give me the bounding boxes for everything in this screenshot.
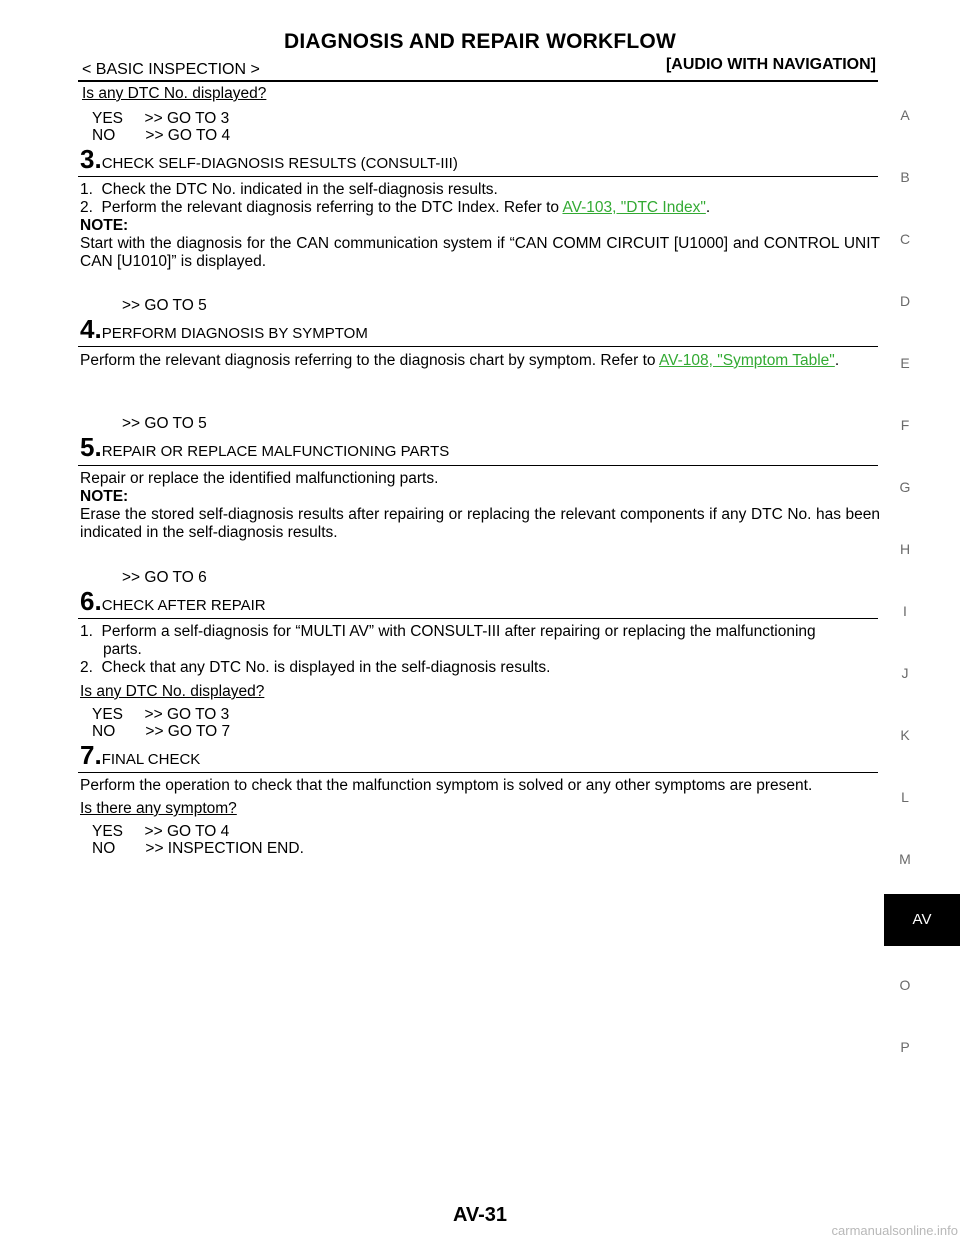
step-title: REPAIR OR REPLACE MALFUNCTIONING PARTS [101,443,450,460]
step-5-text: Repair or replace the identified malfunc… [80,470,439,487]
step-rule [78,346,878,347]
step-number: 3. [80,144,102,174]
yes-answer: YES >> GO TO 3 [92,110,230,127]
no-answer: NO >> GO TO 4 [92,127,231,144]
note-label: NOTE: [80,488,129,505]
note-text: Start with the diagnosis for the CAN com… [80,235,880,270]
yes-answer: YES >> GO TO 3 [92,706,230,723]
goto-text: >> GO TO 6 [122,569,207,586]
text: . [834,352,840,369]
sidebar-letter[interactable]: E [900,355,910,371]
step-rule [78,772,878,773]
sidebar-letter[interactable]: K [900,727,910,743]
step-7-text: Perform the operation to check that the … [80,777,813,794]
goto-text: >> GO TO 5 [122,297,207,314]
section-label: < BASIC INSPECTION > [82,61,260,78]
step-4-text: Perform the relevant diagnosis referring… [80,352,880,370]
no-answer: NO >> GO TO 7 [92,723,231,740]
step-6-heading: 6.CHECK AFTER REPAIR [80,586,266,617]
step-5-heading: 5.REPAIR OR REPLACE MALFUNCTIONING PARTS [80,432,449,463]
page-subtitle: [AUDIO WITH NAVIGATION] [665,56,876,73]
sidebar-letter[interactable]: G [899,479,911,495]
step-number: 7. [80,740,102,770]
step-number: 6. [80,586,102,616]
sidebar-letter[interactable]: D [899,293,911,309]
step-3-line-1: 1. Check the DTC No. indicated in the se… [80,181,498,198]
sidebar-letter[interactable]: C [899,231,911,247]
step-title: CHECK SELF-DIAGNOSIS RESULTS (CONSULT-II… [101,155,458,172]
symptom-table-link[interactable]: AV-108, "Symptom Table" [658,352,835,369]
step-title: PERFORM DIAGNOSIS BY SYMPTOM [101,325,368,342]
step-7-heading: 7.FINAL CHECK [80,740,200,771]
page-number: AV-31 [452,1204,508,1226]
step-6-line-1: 1. Perform a self-diagnosis for “MULTI A… [80,623,816,640]
sidebar-letter[interactable]: M [899,851,911,867]
step-3-line-2: 2. Perform the relevant diagnosis referr… [80,199,710,217]
dtc-index-link[interactable]: AV-103, "DTC Index" [562,199,706,216]
step-6-line-1-cont: parts. [103,641,142,658]
sidebar-letter[interactable]: P [900,1039,910,1055]
goto-text: >> GO TO 5 [122,415,207,432]
step-rule [78,618,878,619]
step-number: 5. [80,432,102,462]
step-rule [78,465,878,466]
step-4-heading: 4.PERFORM DIAGNOSIS BY SYMPTOM [80,314,368,345]
sidebar-letter[interactable]: J [901,665,909,681]
step-number: 4. [80,314,102,344]
note-text: Erase the stored self-diagnosis results … [80,506,880,541]
sidebar-letter[interactable]: A [900,107,910,123]
question-text: Is there any symptom? [80,800,237,817]
step-3-heading: 3.CHECK SELF-DIAGNOSIS RESULTS (CONSULT-… [80,144,458,175]
text: Perform the relevant diagnosis referring… [80,352,659,369]
question-text: Is any DTC No. displayed? [82,85,267,102]
yes-answer: YES >> GO TO 4 [92,823,230,840]
page-title: DIAGNOSIS AND REPAIR WORKFLOW [284,30,676,53]
sidebar-letter[interactable]: F [900,417,910,433]
sidebar-letter[interactable]: L [901,789,909,805]
step-title: FINAL CHECK [101,751,201,768]
sidebar-letter[interactable]: B [900,169,910,185]
step-rule [78,176,878,177]
sidebar-letter[interactable]: I [903,603,907,619]
text: 2. Perform the relevant diagnosis referr… [80,199,563,216]
section-tab-av[interactable]: AV [884,894,960,946]
step-title: CHECK AFTER REPAIR [101,597,266,614]
no-answer: NO >> INSPECTION END. [92,840,304,857]
note-label: NOTE: [80,217,129,234]
step-6-line-2: 2. Check that any DTC No. is displayed i… [80,659,551,676]
sidebar-letter[interactable]: O [899,977,911,993]
watermark: carmanualsonline.info [831,1223,958,1238]
text: . [705,199,711,216]
sidebar-letter[interactable]: H [899,541,911,557]
question-text: Is any DTC No. displayed? [80,683,265,700]
header-rule [78,80,878,82]
